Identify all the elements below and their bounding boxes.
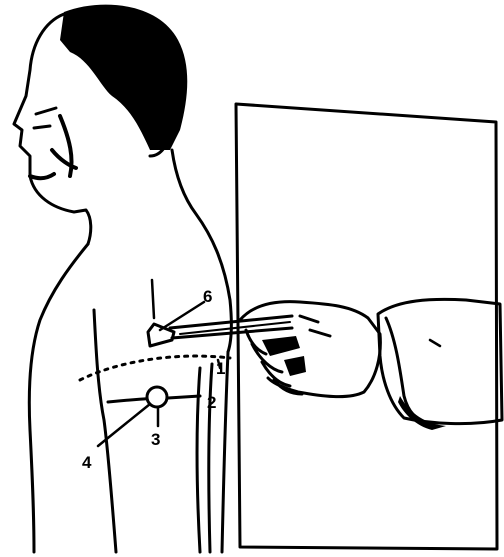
label-6: 6 — [203, 287, 212, 306]
hair — [60, 5, 187, 150]
dotted-level-line — [80, 356, 230, 380]
vertical-reference-line — [152, 280, 154, 318]
label-1: 1 — [216, 359, 225, 378]
examiner-sleeve — [378, 299, 502, 430]
label-3: 3 — [151, 430, 160, 449]
examiner-hand — [240, 302, 380, 397]
label-2: 2 — [207, 393, 216, 412]
screen-panel — [236, 104, 497, 549]
patient-figure — [14, 5, 231, 552]
label-4: 4 — [82, 453, 92, 472]
